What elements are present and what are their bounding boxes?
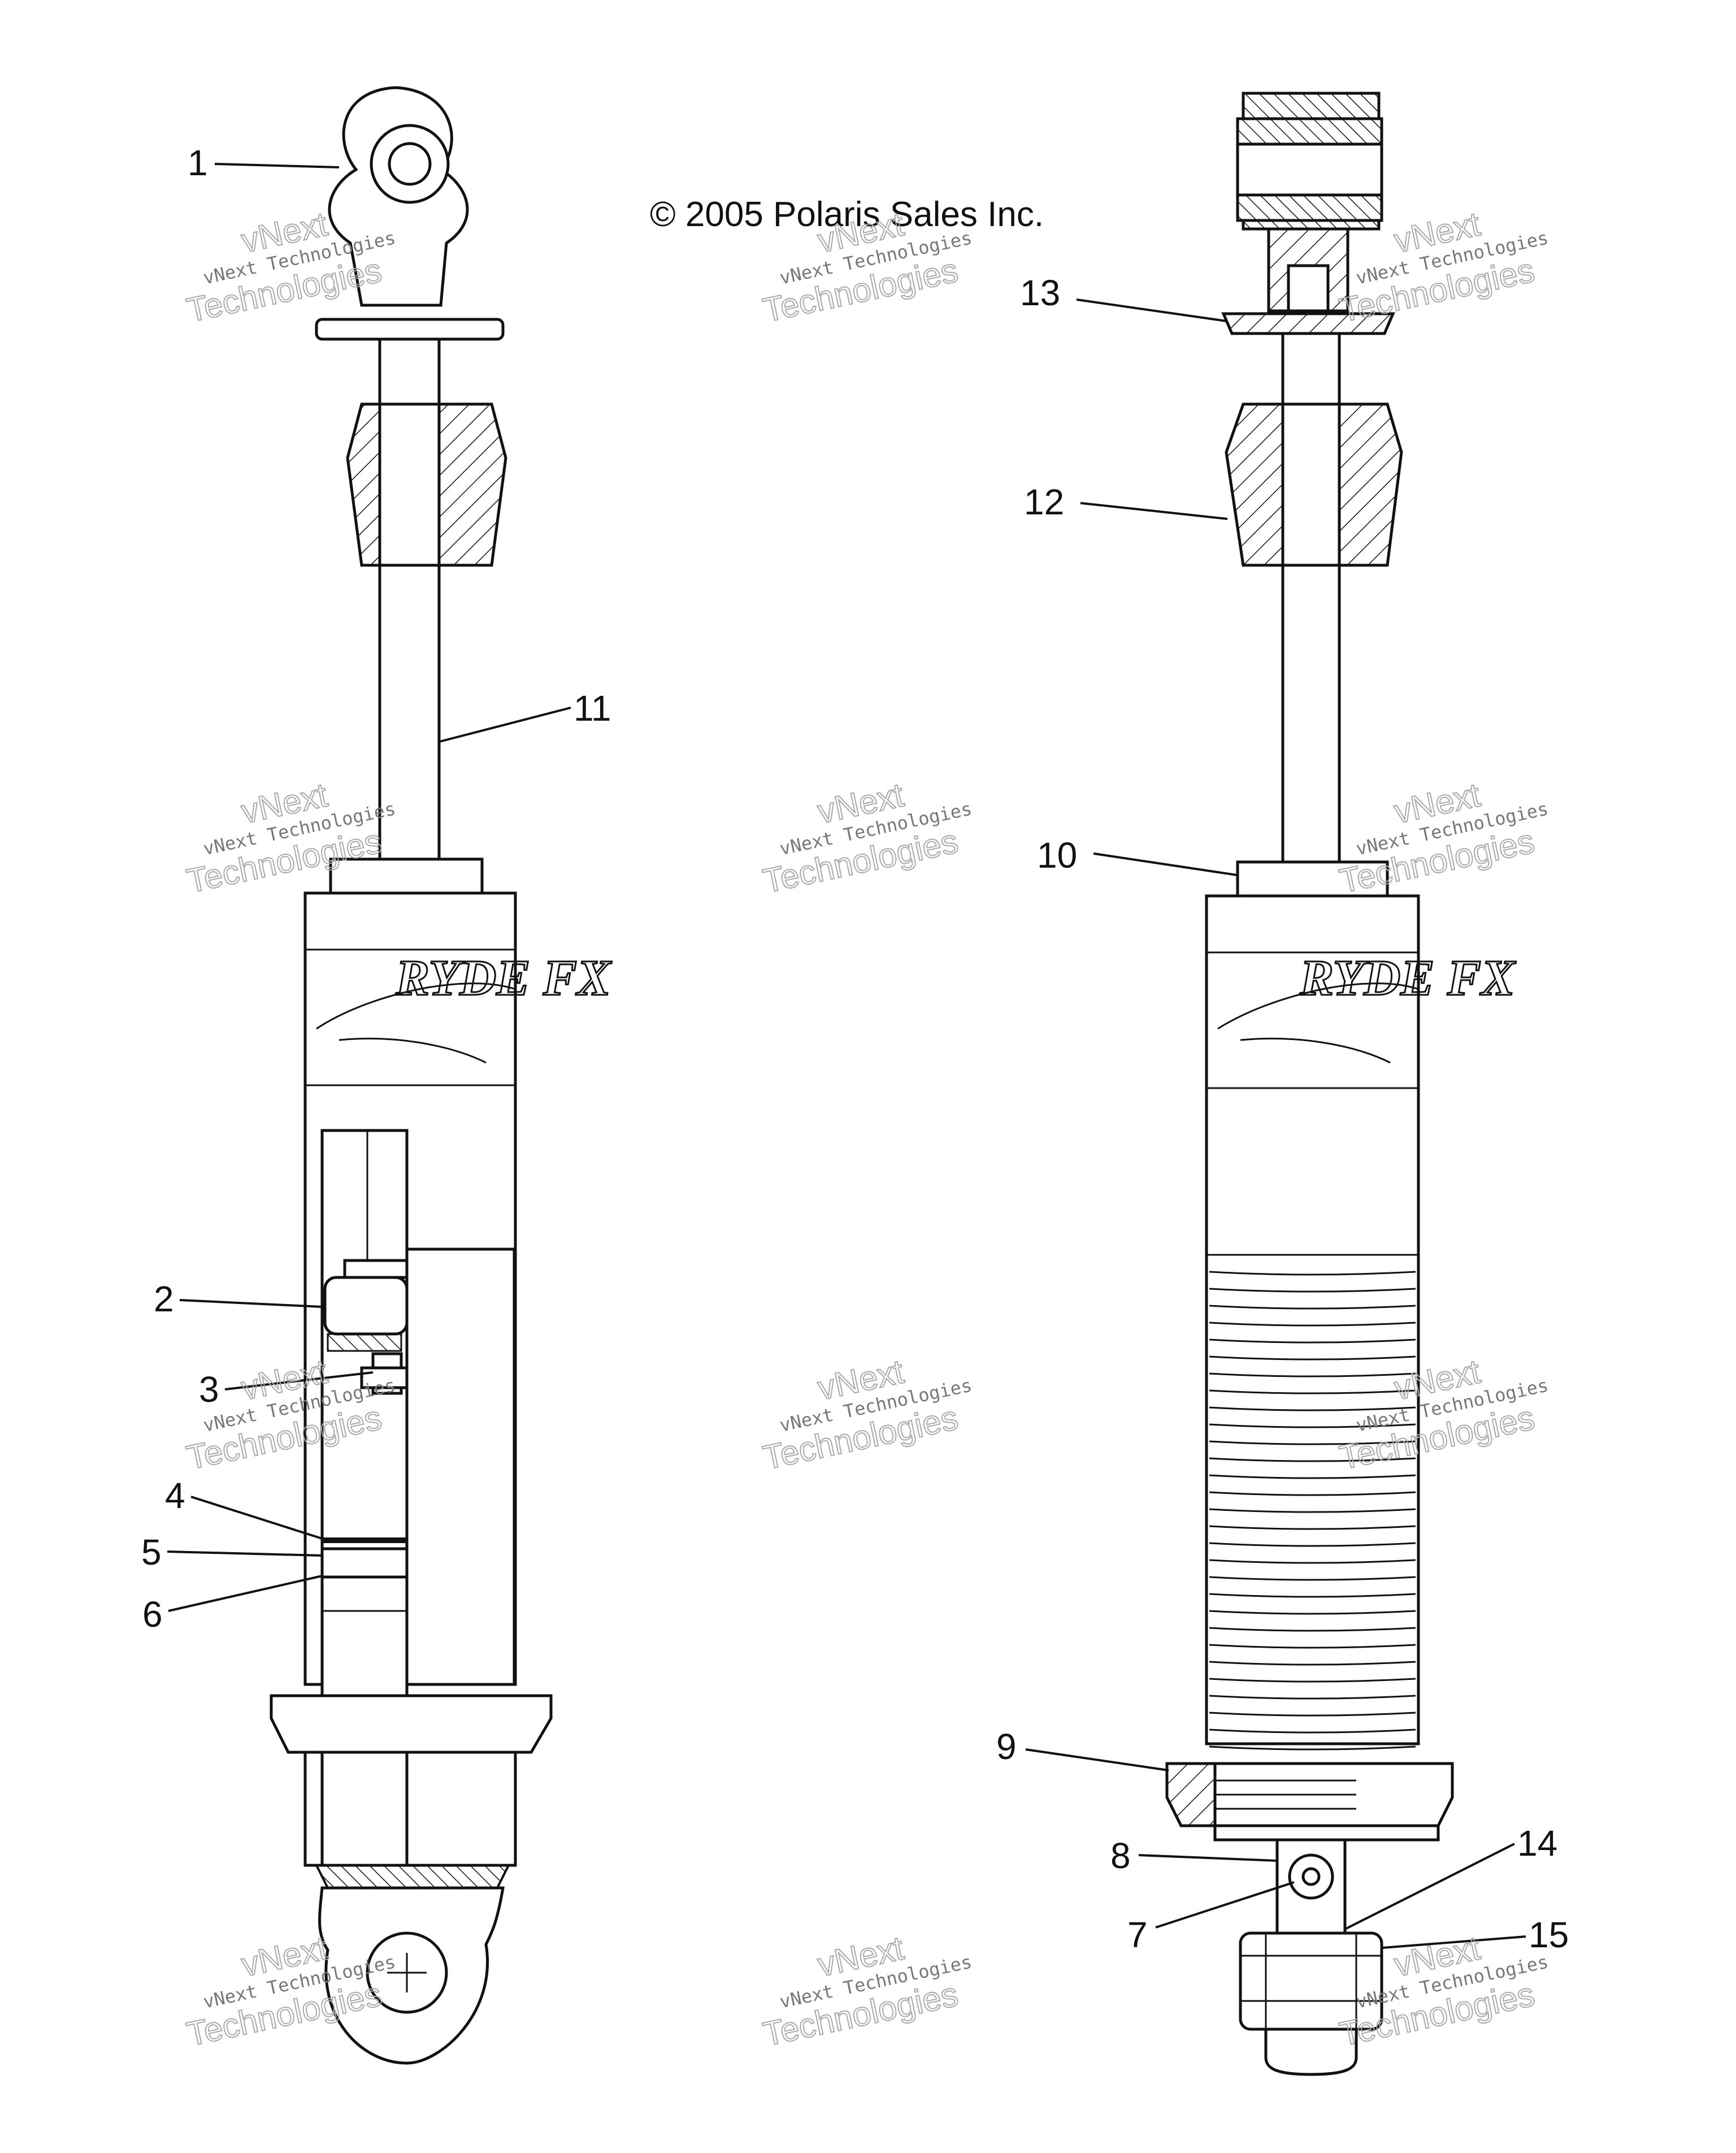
thread-line <box>1209 1423 1416 1428</box>
left-logo-text: RYDE FX <box>395 950 612 1006</box>
callout-14: 14 <box>1517 1823 1557 1864</box>
top-stud <box>1287 264 1330 313</box>
callout-12: 12 <box>1024 482 1064 522</box>
callout-10: 10 <box>1037 835 1077 876</box>
thread-line <box>1209 1644 1416 1649</box>
thread-line <box>1209 1678 1416 1683</box>
callout-7: 7 <box>1127 1914 1148 1955</box>
left-spring-seat <box>270 1694 553 1754</box>
piston <box>323 1276 409 1336</box>
thread-line <box>1209 1457 1416 1462</box>
left-rod-nut <box>329 857 484 895</box>
right-top-washer <box>1221 312 1395 335</box>
thread-line <box>1209 1712 1416 1717</box>
thread-line <box>1209 1474 1416 1479</box>
thread-line <box>1209 1389 1416 1394</box>
thread-line <box>1209 1440 1416 1445</box>
seal-4 <box>322 1537 407 1543</box>
clevis-base <box>1213 1824 1440 1842</box>
callout-2: 2 <box>154 1279 174 1319</box>
thread-line <box>1209 1288 1416 1293</box>
thread-line <box>1209 1372 1416 1377</box>
thread-line <box>1209 1745 1416 1751</box>
valve-shims <box>327 1333 402 1352</box>
thread-line <box>1209 1338 1416 1344</box>
thread-line <box>1209 1593 1416 1598</box>
thread-line <box>1209 1525 1416 1530</box>
thread-line <box>1209 1661 1416 1666</box>
right-shock: RYDE FX <box>1165 92 1517 2076</box>
top-bushing-upper <box>1242 92 1381 120</box>
thread-line <box>1209 1729 1416 1734</box>
piston-top-shim <box>343 1259 409 1279</box>
top-mount-sleeve <box>1236 142 1383 197</box>
callout-5: 5 <box>141 1532 162 1572</box>
floating-piston <box>320 1547 409 1579</box>
thread-line <box>1209 1271 1416 1276</box>
thread-line <box>1209 1322 1416 1327</box>
thread-line <box>1209 1406 1416 1411</box>
thread-line <box>1209 1508 1416 1513</box>
left-shock: RYDE FX <box>270 86 613 2065</box>
thread-line <box>1209 1542 1416 1547</box>
thread-line <box>1209 1491 1416 1496</box>
callout-3: 3 <box>199 1369 219 1410</box>
callout-4: 4 <box>165 1475 185 1516</box>
callout-13: 13 <box>1020 272 1060 313</box>
thread-line <box>1209 1559 1416 1564</box>
thread-line <box>1209 1355 1416 1361</box>
callout-6: 6 <box>142 1594 163 1635</box>
callouts: 1 2 3 4 5 6 11 13 12 10 9 8 7 <box>141 142 1569 1955</box>
thread-line <box>1209 1305 1416 1310</box>
callout-15: 15 <box>1529 1914 1569 1955</box>
right-logo-text: RYDE FX <box>1299 950 1516 1006</box>
callout-11: 11 <box>574 688 611 729</box>
left-top-washer <box>315 318 505 341</box>
body-threads <box>1209 1271 1416 1751</box>
callout-9: 9 <box>996 1726 1017 1767</box>
left-bottom-cap <box>314 1864 511 1889</box>
thread-line <box>1209 1627 1416 1632</box>
right-shock-body <box>1205 894 1420 1745</box>
spring-adjuster-ring <box>1165 1762 1217 1827</box>
thread-line <box>1209 1576 1416 1581</box>
clevis-bottom <box>1264 2028 1358 2076</box>
callout-8: 8 <box>1110 1835 1131 1876</box>
callout-1: 1 <box>188 142 208 183</box>
copyright-text: © 2005 Polaris Sales Inc. <box>650 195 1044 234</box>
thread-line <box>1209 1695 1416 1700</box>
thread-line <box>1209 1610 1416 1615</box>
left-eyelet-bore <box>388 142 432 186</box>
